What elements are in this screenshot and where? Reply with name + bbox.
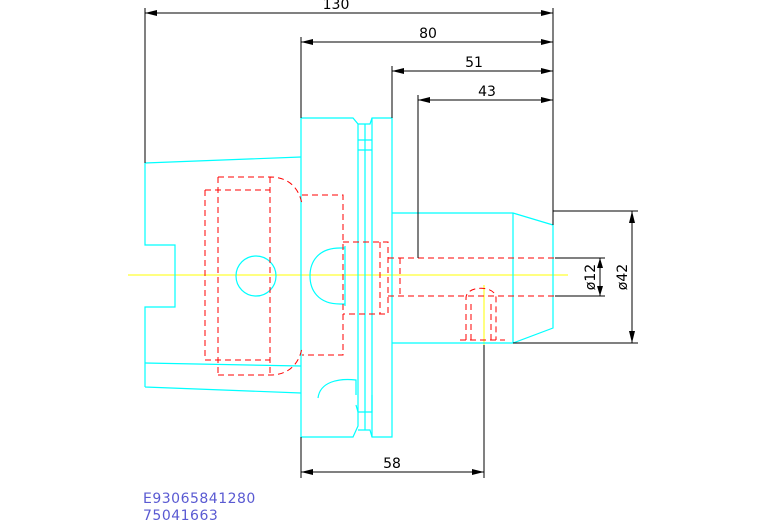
- dim-flange-length: 80: [419, 26, 437, 42]
- drive-slot: [317, 378, 357, 399]
- arrow-12-bottom: [597, 286, 603, 296]
- dim-lower-length: 58: [383, 456, 401, 472]
- dimension-lines: [144, 8, 638, 478]
- hidden-lines: [204, 176, 555, 376]
- arrow-51-right: [541, 68, 553, 74]
- dim-overall-length: 130: [323, 0, 350, 13]
- taper-shank: [144, 156, 302, 394]
- flange-groove: [358, 117, 393, 438]
- cross-hole: [235, 255, 277, 297]
- arrow-42-top: [629, 211, 635, 223]
- dim-bore-diameter: ø12: [583, 264, 599, 290]
- dim-bore-depth: 43: [478, 84, 496, 100]
- arrow-130-right: [541, 10, 553, 16]
- taper-inner-line: [144, 362, 302, 367]
- arrowheads: [145, 10, 635, 475]
- arrow-58-left: [301, 469, 313, 475]
- arrow-130-left: [145, 10, 157, 16]
- arrow-43-left: [418, 97, 430, 103]
- flange-upper-notch: [358, 139, 372, 151]
- coolant-hole: [465, 287, 497, 340]
- arrow-80-right: [541, 39, 553, 45]
- shank-body: [392, 212, 554, 344]
- dim-body-diameter: ø42: [615, 264, 631, 290]
- tool-bore: [388, 257, 555, 297]
- order-code: E93065841280: [143, 491, 256, 507]
- arrow-42-bottom: [629, 331, 635, 343]
- arrow-12-top: [597, 258, 603, 268]
- holder-outline: [144, 117, 554, 438]
- arrow-58-right: [472, 469, 484, 475]
- internal-bore: [204, 189, 270, 361]
- clamp-nut: [343, 241, 389, 315]
- internal-chamber: [217, 176, 303, 376]
- arrow-51-left: [392, 68, 404, 74]
- dim-shank-length: 51: [465, 55, 483, 71]
- arrow-80-left: [301, 39, 313, 45]
- flange: [300, 117, 359, 438]
- drive-slot-lower: [355, 395, 373, 413]
- ball-end: [309, 247, 345, 305]
- arrow-43-right: [541, 97, 553, 103]
- article-number: 75041663: [143, 508, 218, 523]
- internal-cavity: [302, 194, 344, 356]
